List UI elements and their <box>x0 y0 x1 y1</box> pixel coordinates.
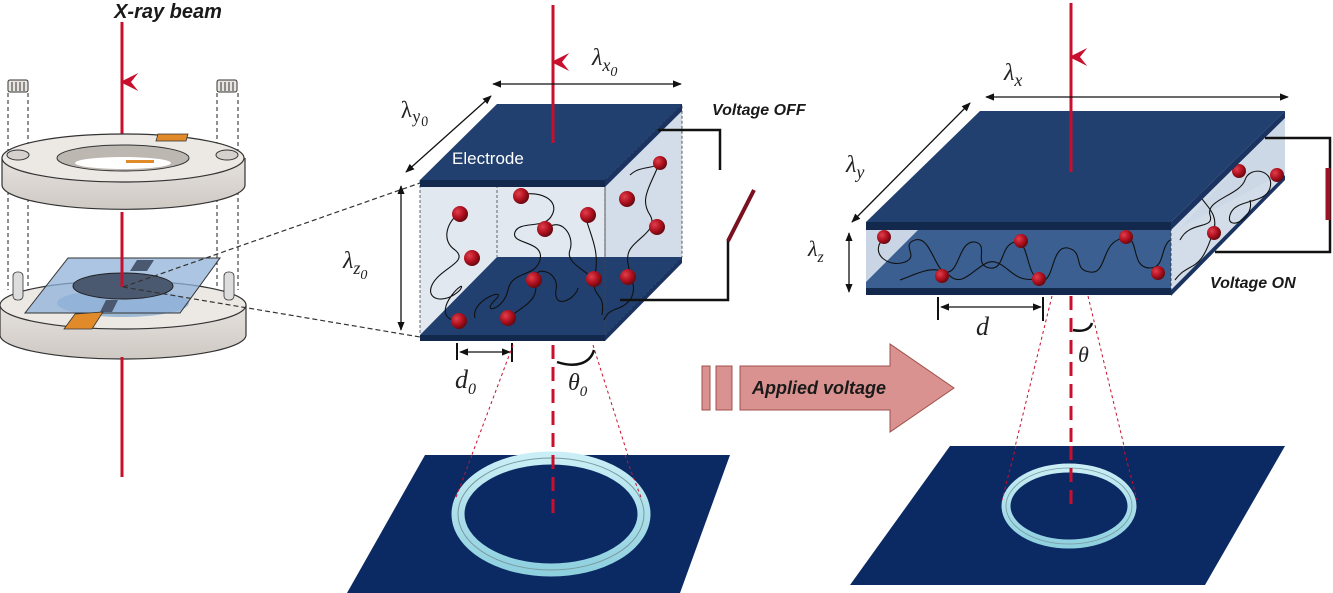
lambda-x0-label: λx0 <box>591 45 617 80</box>
detector-on <box>850 445 1285 585</box>
electrode-label: Electrode <box>452 149 524 168</box>
d-marker <box>937 297 1044 321</box>
lambda-y0-arrow <box>405 95 492 173</box>
theta0-arc <box>556 349 596 366</box>
theta0-label: θ0 <box>568 370 588 400</box>
xray-beam-label: X-ray beam <box>113 1 222 23</box>
lambda-z-label: λz <box>807 236 825 266</box>
cell-voltage-off: Electrode λx0 λy0 λz0 d0 θ0 Voltage OFF <box>342 5 807 400</box>
voltage-on-label: Voltage ON <box>1210 275 1296 292</box>
open-switch-icon[interactable] <box>726 189 756 242</box>
theta-label: θ <box>1078 342 1089 367</box>
cell-voltage-on: λx λy λz d θ Voltage ON <box>807 3 1332 367</box>
particles-off <box>451 156 667 329</box>
applied-voltage-arrow: Applied voltage <box>701 343 955 433</box>
zoom-projection-lines <box>122 182 421 338</box>
top-electrode-on <box>866 111 1285 222</box>
screw-right-icon <box>216 79 238 93</box>
particles-on <box>877 164 1284 286</box>
sample-holder: X-ray beam <box>0 1 421 477</box>
lambda-y0-label: λy0 <box>398 95 429 133</box>
circuit-open <box>620 128 730 302</box>
d0-label: d0 <box>455 365 476 398</box>
lambda-z0-label: λz0 <box>342 248 367 283</box>
d-label: d <box>976 312 990 341</box>
lambda-x-label: λx <box>1003 60 1022 90</box>
detector-off <box>347 451 730 593</box>
theta-arc <box>1072 322 1094 332</box>
screw-left-icon <box>7 79 29 93</box>
lambda-y-arrow <box>851 102 971 223</box>
bottom-electrode <box>420 257 682 335</box>
applied-voltage-label: Applied voltage <box>751 378 886 398</box>
lambda-y-label: λy <box>845 152 864 182</box>
voltage-off-label: Voltage OFF <box>712 102 807 119</box>
d0-marker <box>456 343 513 362</box>
top-ring <box>1 133 246 210</box>
